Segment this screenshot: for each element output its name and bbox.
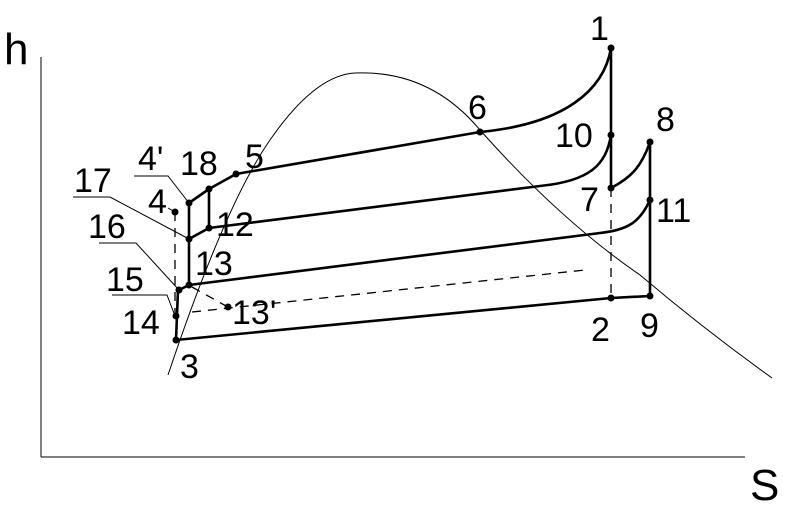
leader-16 (99, 242, 180, 291)
point-4prime (185, 199, 193, 207)
label-6: 6 (468, 89, 487, 127)
label-7: 7 (580, 181, 599, 219)
point-13 (185, 281, 193, 289)
line-11-13 (188, 199, 652, 287)
leader-4prime (134, 175, 190, 204)
label-15: 15 (106, 261, 144, 299)
point-4 (171, 208, 179, 216)
line-7-8 (610, 141, 652, 190)
label-9: 9 (640, 307, 659, 345)
dashed-13prime-line (191, 269, 586, 313)
label-16: 16 (88, 208, 126, 246)
point-14 (172, 312, 180, 320)
label-2: 2 (591, 311, 610, 349)
line-6-5 (235, 130, 481, 176)
line-12-17 (188, 226, 210, 241)
point-12 (205, 224, 213, 232)
leader-15 (112, 294, 176, 317)
label-18: 18 (180, 145, 218, 183)
point-11 (646, 196, 654, 204)
label-17: 17 (74, 162, 112, 200)
label-11: 11 (656, 192, 691, 230)
line-5-18 (208, 172, 237, 191)
leader-17 (73, 196, 190, 240)
point-8 (646, 138, 654, 146)
label-5: 5 (245, 138, 264, 176)
label-1: 1 (590, 10, 609, 48)
point-1 (607, 44, 615, 52)
line-1-6 (479, 47, 613, 134)
label-4prime: 4' (138, 140, 163, 178)
label-10: 10 (555, 117, 593, 155)
label-3: 3 (180, 348, 199, 386)
y-axis-label: h (4, 25, 28, 74)
label-4: 4 (148, 183, 167, 221)
dashed-13-13prime (191, 286, 227, 307)
point-9 (646, 292, 654, 300)
label-13: 13 (195, 245, 233, 283)
point-3 (172, 336, 180, 344)
point-16 (175, 286, 183, 294)
point-10 (607, 131, 615, 139)
point-18 (205, 185, 213, 193)
x-axis-label: S (750, 461, 779, 507)
label-13prime: 13' (232, 294, 276, 332)
saturation-curve (167, 72, 773, 379)
label-8: 8 (656, 101, 675, 139)
point-17 (185, 235, 193, 243)
point-13prime (224, 303, 232, 311)
point-2 (607, 294, 615, 302)
point-5 (232, 170, 240, 178)
point-7 (607, 184, 615, 192)
line-18-4prime (188, 187, 210, 205)
label-12: 12 (216, 206, 254, 244)
point-6 (476, 128, 484, 136)
label-14: 14 (122, 304, 160, 342)
line-10-12 (208, 134, 613, 230)
